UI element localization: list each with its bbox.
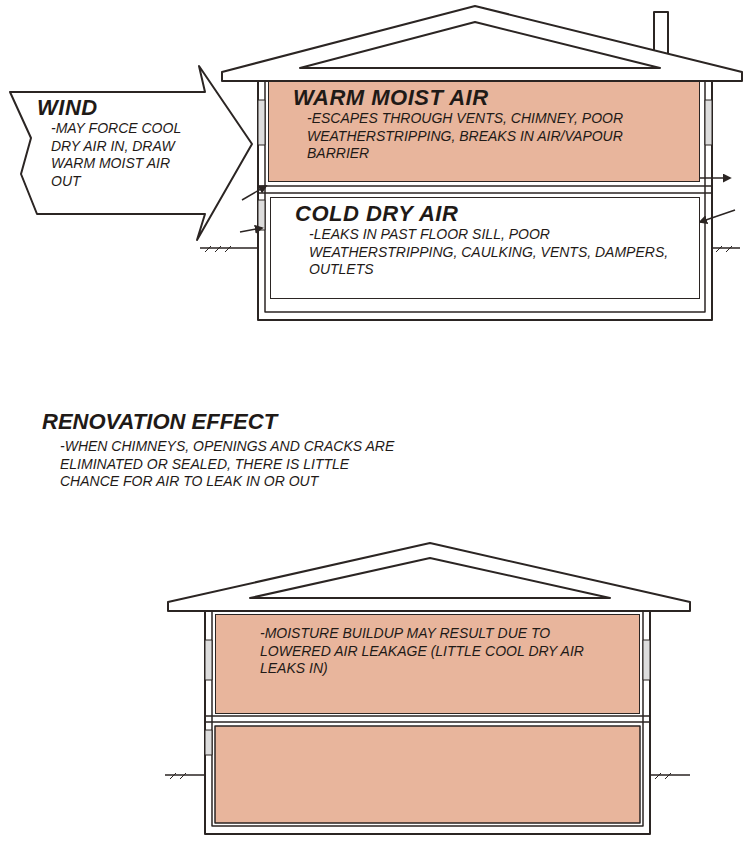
ground-hatch [170, 773, 671, 779]
node-heading: WARM MOIST AIR [293, 86, 687, 110]
window [258, 100, 265, 145]
inner-wall [212, 611, 643, 826]
outer-wall [258, 81, 712, 320]
leak-arrow [240, 228, 262, 232]
node-note: -MAY FORCE COOL DRY AIR IN, DRAW WARM MO… [37, 120, 197, 190]
floor [258, 186, 712, 193]
attic-outline [250, 558, 610, 598]
window [258, 200, 265, 230]
node-heading: COLD DRY AIR [295, 202, 687, 226]
window [205, 730, 212, 755]
node-note: -MOISTURE BUILDUP MAY RESULT DUE TO LOWE… [260, 625, 609, 678]
attic-outline [300, 22, 660, 68]
node-note: -LEAKS IN PAST FLOOR SILL, POOR WEATHERS… [295, 226, 687, 279]
arrow-shape [10, 66, 252, 240]
leak-arrow [700, 210, 735, 222]
cold-air-band: COLD DRY AIR-LEAKS IN PAST FLOOR SILL, P… [270, 197, 700, 299]
warm-air-band: WARM MOIST AIR-ESCAPES THROUGH VENTS, CH… [268, 81, 700, 182]
chimney [654, 12, 668, 54]
ground-line [165, 774, 690, 776]
floor [205, 716, 650, 722]
node-heading: WIND [37, 96, 197, 120]
section-heading: RENOVATION EFFECT [42, 408, 462, 436]
wind-arrow: WIND-MAY FORCE COOL DRY AIR IN, DRAW WAR… [5, 62, 255, 244]
outer-wall [205, 611, 650, 834]
window [705, 100, 712, 145]
leak-arrow [242, 186, 266, 200]
node-note: -ESCAPES THROUGH VENTS, CHIMNEY, POOR WE… [293, 110, 687, 163]
roof [222, 6, 742, 81]
inner-wall [265, 81, 705, 312]
roof [168, 543, 690, 611]
section-note: -WHEN CHIMNEYS, OPENINGS AND CRACKS ARE … [60, 438, 405, 491]
window [643, 640, 650, 680]
basement-band [215, 726, 640, 823]
moisture-band: -MOISTURE BUILDUP MAY RESULT DUE TO LOWE… [215, 614, 640, 714]
window [205, 640, 212, 680]
